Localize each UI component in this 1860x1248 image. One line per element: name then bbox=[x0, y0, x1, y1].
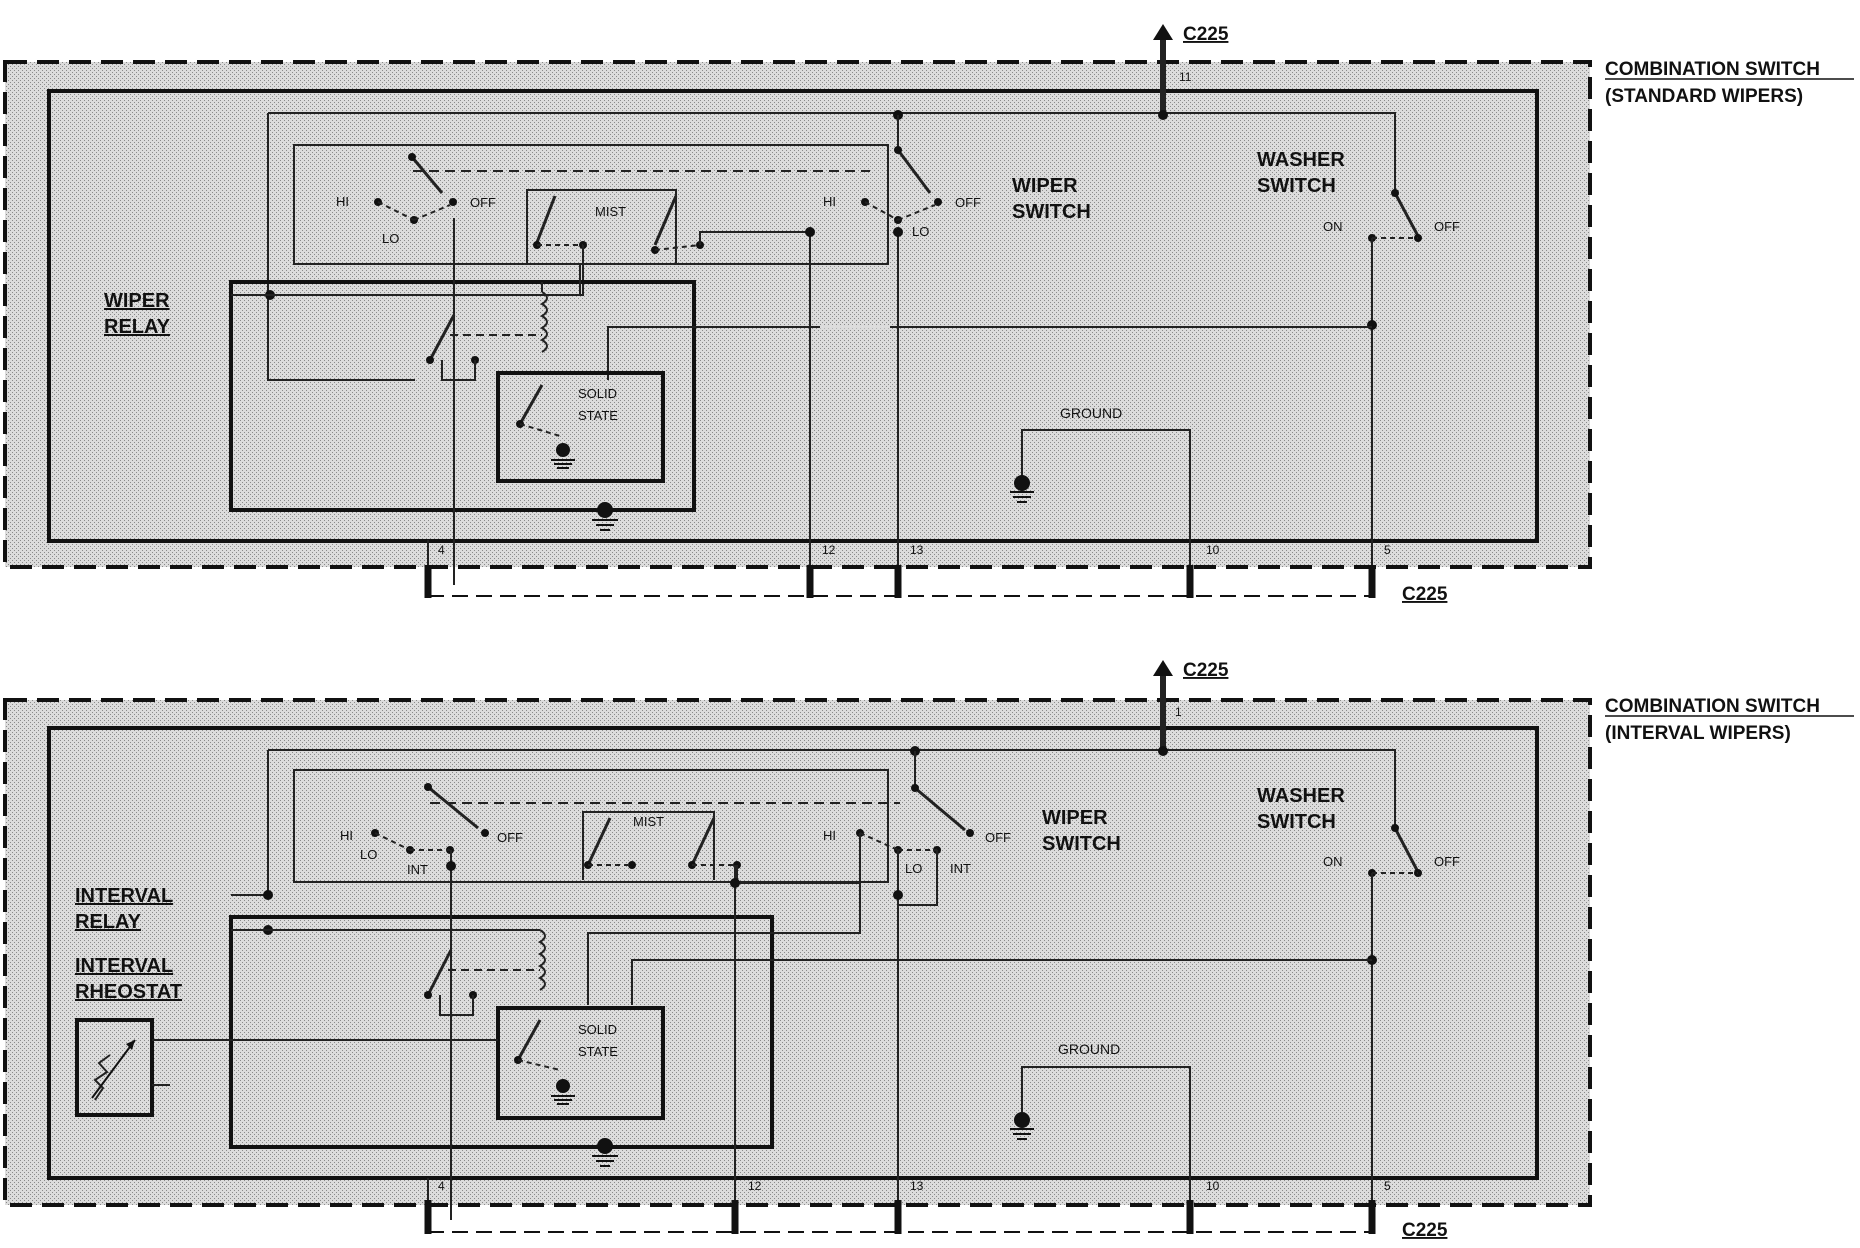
svg-text:RELAY: RELAY bbox=[104, 316, 171, 338]
ground-icon bbox=[551, 443, 575, 469]
svg-text:SOLID: SOLID bbox=[578, 386, 617, 401]
solid-state-box bbox=[496, 1006, 665, 1120]
combination-switch-body bbox=[47, 89, 1539, 543]
svg-text:OFF: OFF bbox=[1434, 219, 1460, 234]
svg-text:HI: HI bbox=[823, 194, 836, 209]
svg-text:SOLID: SOLID bbox=[578, 1022, 617, 1037]
interval-relay-label: INTERVAL bbox=[75, 885, 173, 907]
wiper-relay-label: WIPER bbox=[104, 290, 170, 312]
interval-rheostat-label: INTERVAL bbox=[75, 955, 173, 977]
rheostat-box bbox=[75, 1018, 154, 1117]
connector-top-label: C225 bbox=[1183, 660, 1229, 681]
svg-text:SWITCH: SWITCH bbox=[1042, 833, 1121, 855]
wiper-switch-box bbox=[293, 769, 889, 883]
wiper-switch-contacts bbox=[371, 751, 974, 854]
svg-text:SWITCH: SWITCH bbox=[1012, 201, 1091, 223]
wiper-switch-contacts bbox=[374, 115, 942, 224]
svg-text:OFF: OFF bbox=[985, 830, 1011, 845]
svg-text:HI: HI bbox=[823, 828, 836, 843]
mist-switch-outline bbox=[526, 189, 677, 265]
combination-switch-outline bbox=[3, 698, 1592, 1207]
ground-label: GROUND bbox=[1058, 1041, 1120, 1057]
connector-top-pin: 1 bbox=[1175, 705, 1182, 719]
relay-ground-icon bbox=[592, 502, 618, 531]
svg-text:MIST: MIST bbox=[595, 204, 626, 219]
svg-text:5: 5 bbox=[1384, 1179, 1391, 1193]
svg-text:LO: LO bbox=[382, 231, 399, 246]
rheostat-icon bbox=[91, 1039, 136, 1101]
mist-switch-outline bbox=[582, 811, 715, 880]
interval-relay-box bbox=[229, 915, 774, 1149]
relay-coil bbox=[540, 291, 548, 353]
svg-text:ON: ON bbox=[1323, 219, 1343, 234]
svg-text:HI: HI bbox=[336, 194, 349, 209]
bottom-connector-pins bbox=[424, 540, 1376, 598]
diagram-title: COMBINATION SWITCH bbox=[1605, 696, 1820, 717]
ground-icon bbox=[1010, 1112, 1034, 1140]
svg-text:4: 4 bbox=[438, 543, 445, 557]
svg-text:13: 13 bbox=[910, 543, 924, 557]
svg-text:5: 5 bbox=[1384, 543, 1391, 557]
connector-top-arrow bbox=[1153, 660, 1173, 752]
svg-text:12: 12 bbox=[748, 1179, 762, 1193]
diagram-subtitle: (INTERVAL WIPERS) bbox=[1605, 723, 1791, 744]
svg-text:12: 12 bbox=[822, 543, 836, 557]
top-bus-wire bbox=[268, 112, 1396, 193]
washer-switch-label: WASHER bbox=[1257, 149, 1345, 171]
svg-text:4: 4 bbox=[438, 1179, 445, 1193]
svg-text:LO: LO bbox=[360, 847, 377, 862]
svg-text:RELAY: RELAY bbox=[75, 911, 142, 933]
svg-text:SWITCH: SWITCH bbox=[1257, 175, 1336, 197]
svg-text:HI: HI bbox=[340, 828, 353, 843]
wiper-switch-label: WIPER bbox=[1012, 175, 1078, 197]
svg-text:10: 10 bbox=[1206, 543, 1220, 557]
svg-text:LO: LO bbox=[912, 224, 929, 239]
relay-ground-icon bbox=[592, 1138, 618, 1167]
svg-text:STATE: STATE bbox=[578, 408, 618, 423]
wiper-relay-box bbox=[229, 280, 696, 512]
connector-top-pin: 11 bbox=[1179, 70, 1192, 84]
svg-text:INT: INT bbox=[407, 862, 428, 877]
connector-bottom-label: C225 bbox=[1402, 584, 1448, 605]
interval-wipers-diagram: C225 1 COMBINATION SWITCH (INTERVAL WIPE… bbox=[3, 660, 1854, 1241]
svg-text:10: 10 bbox=[1206, 1179, 1220, 1193]
wiper-switch-label: WIPER bbox=[1042, 807, 1108, 829]
relay-coil bbox=[538, 929, 546, 991]
svg-text:OFF: OFF bbox=[955, 195, 981, 210]
left-bus-wire bbox=[267, 113, 415, 381]
combination-switch-outline bbox=[3, 60, 1592, 569]
standard-wipers-diagram: C225 11 COMBINATION SWITCH (STANDARD WIP… bbox=[3, 24, 1854, 605]
connector-top-label: C225 bbox=[1183, 24, 1229, 45]
ground-icon bbox=[1010, 475, 1034, 503]
ground-icon bbox=[551, 1079, 575, 1105]
solid-state-box bbox=[496, 371, 665, 483]
diagram-subtitle: (STANDARD WIPERS) bbox=[1605, 86, 1803, 107]
svg-text:MIST: MIST bbox=[633, 814, 664, 829]
combination-switch-body bbox=[47, 726, 1539, 1180]
svg-text:OFF: OFF bbox=[497, 830, 523, 845]
svg-text:OFF: OFF bbox=[470, 195, 496, 210]
svg-text:SWITCH: SWITCH bbox=[1257, 811, 1336, 833]
svg-text:LO: LO bbox=[905, 861, 922, 876]
connector-bottom-label: C225 bbox=[1402, 1220, 1448, 1241]
bottom-connector-pins bbox=[424, 1178, 1376, 1234]
svg-text:OFF: OFF bbox=[1434, 854, 1460, 869]
svg-text:RHEOSTAT: RHEOSTAT bbox=[75, 981, 182, 1003]
svg-text:ON: ON bbox=[1323, 854, 1343, 869]
connector-top-arrow bbox=[1153, 24, 1173, 117]
svg-text:STATE: STATE bbox=[578, 1044, 618, 1059]
svg-text:INT: INT bbox=[950, 861, 971, 876]
ground-label: GROUND bbox=[1060, 405, 1122, 421]
diagram-title: COMBINATION SWITCH bbox=[1605, 59, 1820, 80]
wiper-switch-box bbox=[293, 144, 889, 265]
washer-switch-label: WASHER bbox=[1257, 785, 1345, 807]
svg-text:13: 13 bbox=[910, 1179, 924, 1193]
